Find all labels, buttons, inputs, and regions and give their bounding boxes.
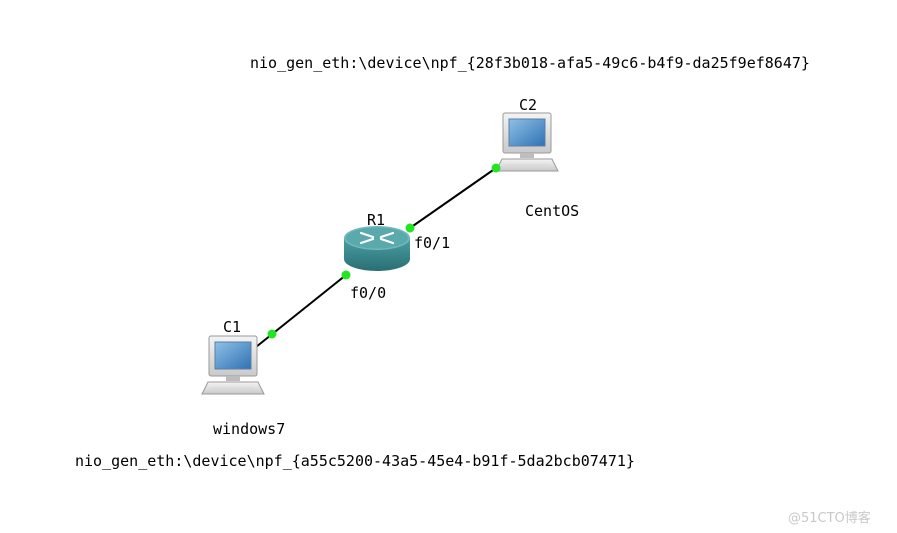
c1-nio-label: nio_gen_eth:\device\npf_{a55c5200-43a5-4…: [75, 452, 635, 470]
c2-nio-label: nio_gen_eth:\device\npf_{28f3b018-afa5-4…: [250, 54, 810, 72]
port-c1-dot: [267, 329, 277, 339]
computer-c2-icon[interactable]: [495, 112, 559, 172]
router-r1-icon[interactable]: [344, 226, 410, 271]
link-r1-c2[interactable]: [409, 167, 497, 229]
port-c2-dot: [491, 163, 501, 173]
computer-c1-icon[interactable]: [201, 335, 265, 395]
c1-name-label: C1: [223, 318, 242, 336]
c2-name-label: C2: [519, 96, 538, 114]
port-r1-f01-dot: [405, 223, 415, 233]
c1-desc-label: windows7: [213, 420, 286, 438]
watermark: @51CTO博客: [788, 511, 871, 526]
r1-name-label: R1: [367, 211, 386, 229]
c2-desc-label: CentOS: [525, 202, 580, 220]
port-r1-f00-dot: [341, 270, 351, 280]
r1-f01-label: f0/1: [414, 234, 451, 252]
r1-f00-label: f0/0: [350, 284, 387, 302]
